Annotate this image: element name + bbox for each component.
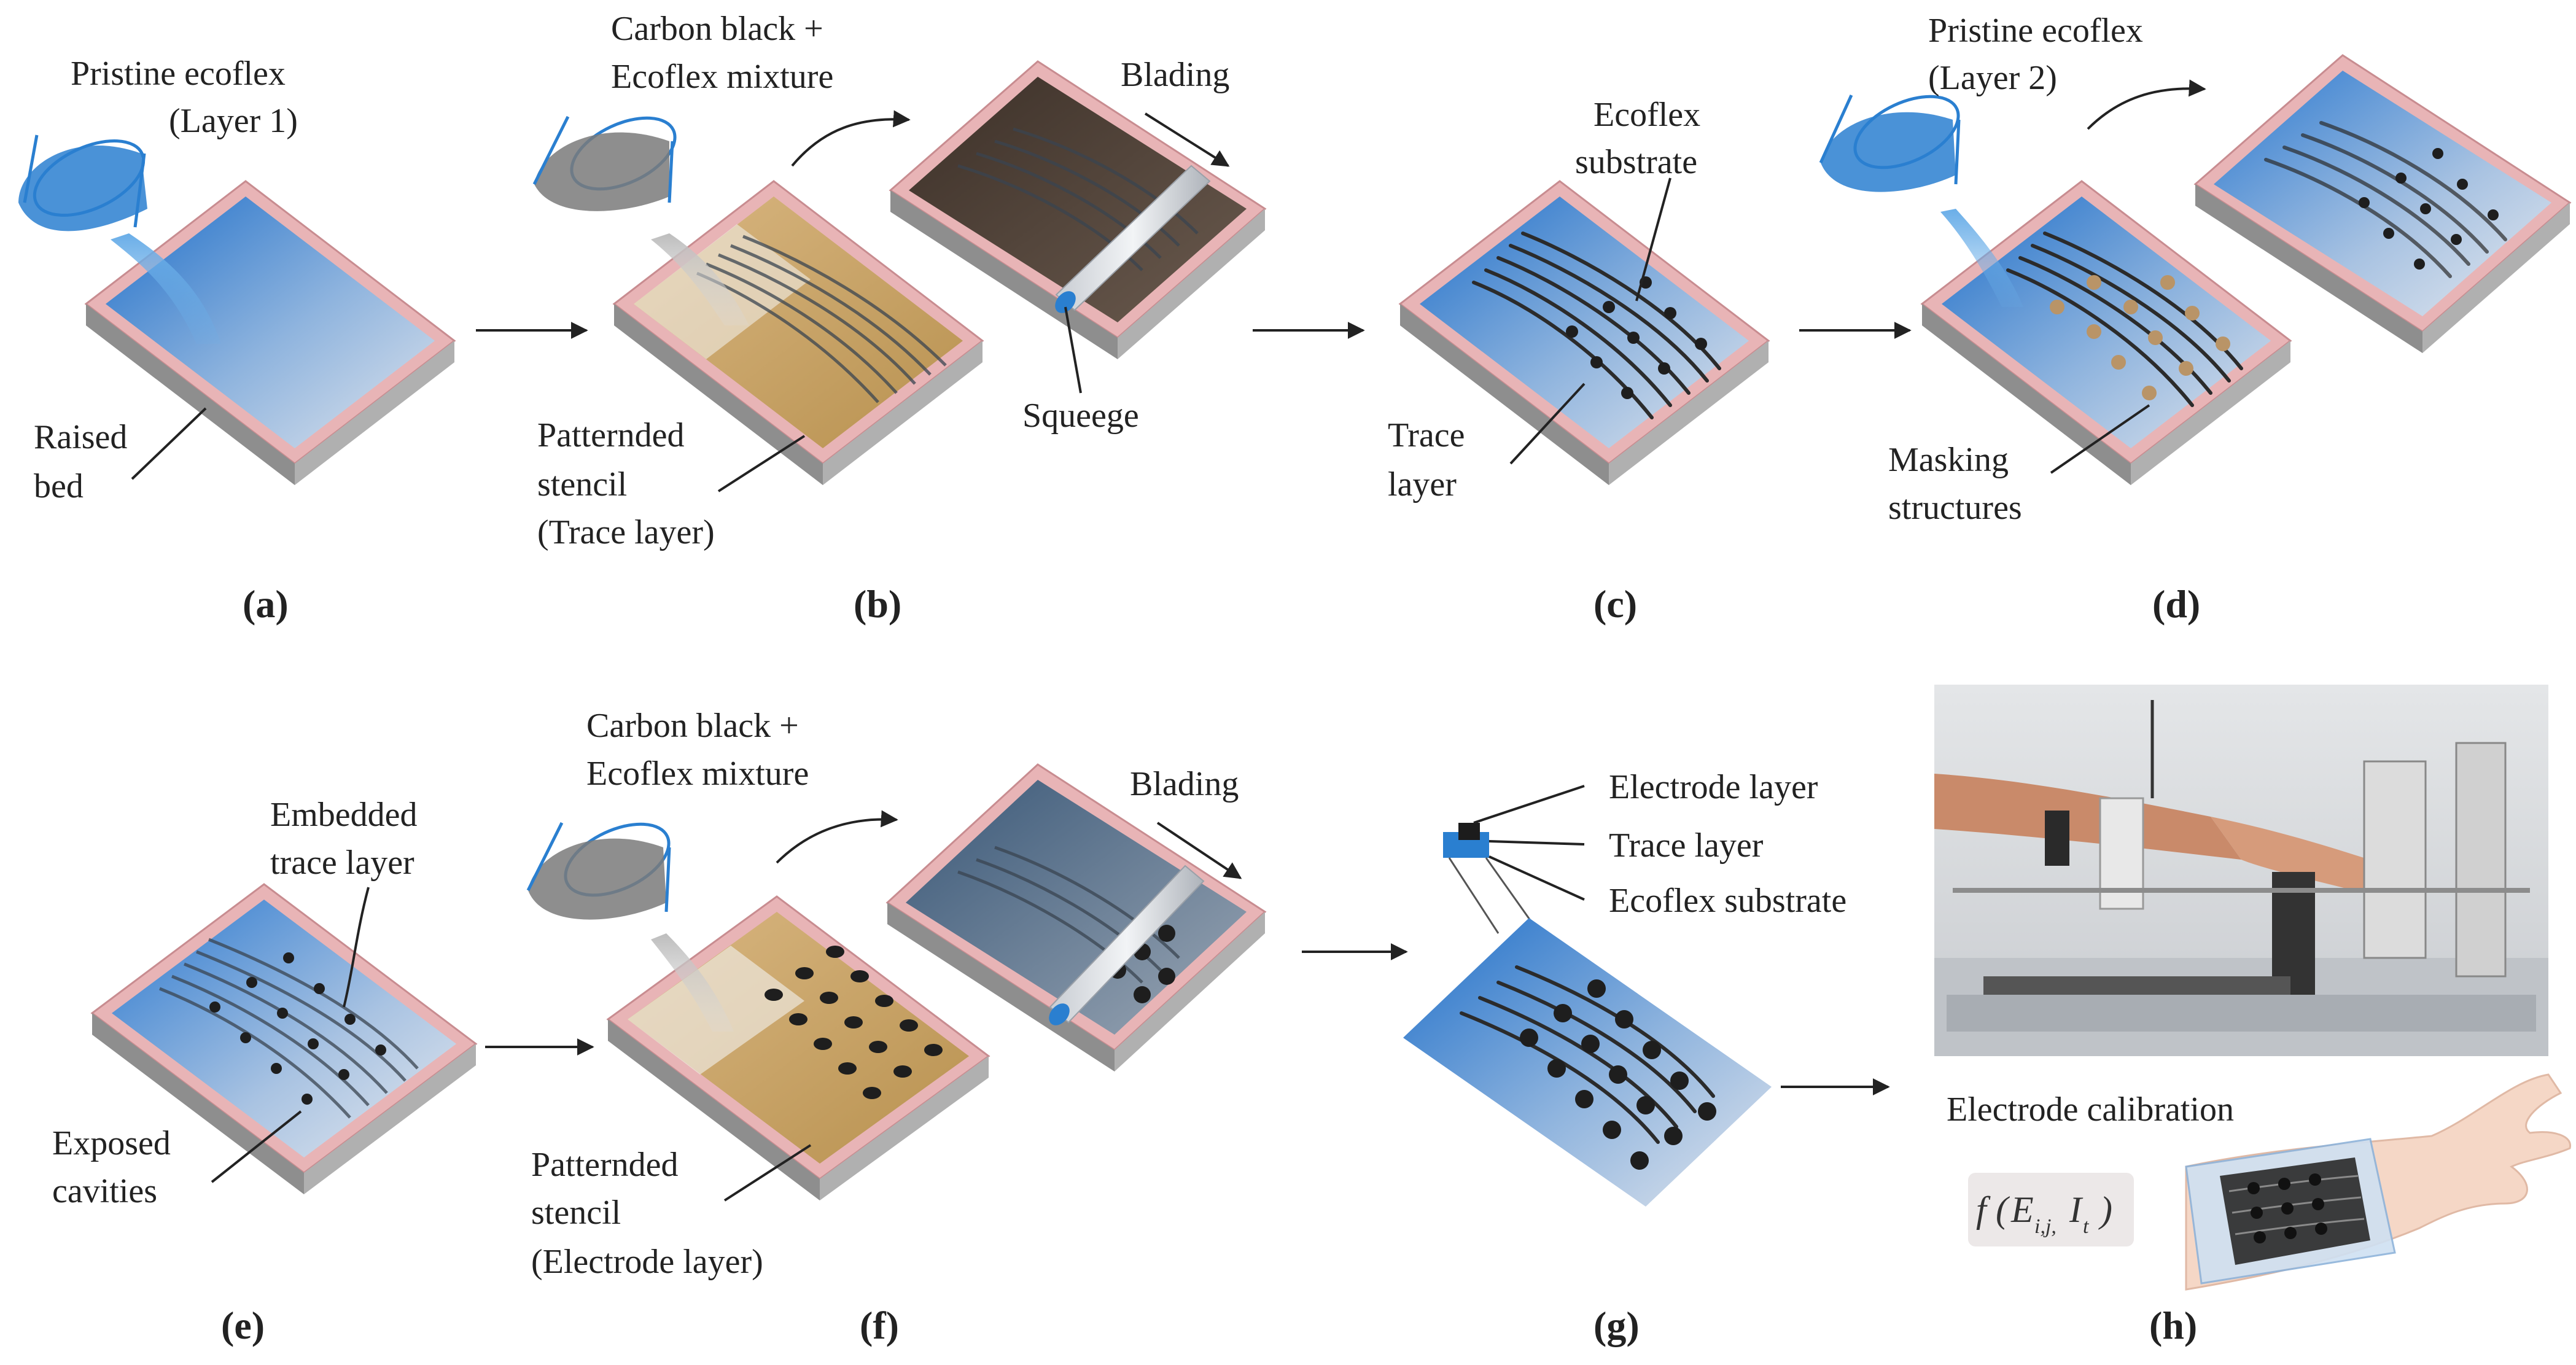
function-close-paren: ) xyxy=(2098,1189,2112,1230)
panel-d: Pristine ecoflex (Layer 2) Masking struc… xyxy=(1819,12,2572,626)
panel-label-g: (g) xyxy=(1593,1304,1640,1347)
pouring-beaker-icon xyxy=(532,115,749,325)
stencil-label-1: Patternded xyxy=(531,1146,678,1184)
calibration-rig-photo xyxy=(1934,685,2548,1056)
function-I: I xyxy=(2069,1189,2084,1230)
masked-trace-pattern xyxy=(2006,231,2243,407)
curved-arrow-b xyxy=(791,110,911,167)
blading-label: Blading xyxy=(1121,56,1229,94)
forearm-sensor-illustration xyxy=(2185,1073,2571,1291)
mix-label-1: Carbon black + xyxy=(586,707,799,745)
blading-direction-arrow xyxy=(1156,822,1242,879)
panel-label-h: (h) xyxy=(2149,1304,2197,1347)
stencil-label-2: stencil xyxy=(537,465,627,504)
mix-label-2: Ecoflex mixture xyxy=(586,755,809,793)
panel-label-a: (a) xyxy=(243,582,289,626)
squeegee-roller xyxy=(1049,865,1205,1025)
stencil-label-leader xyxy=(723,1144,812,1202)
stencil-tray-trace xyxy=(612,180,984,485)
pour-label-1: Pristine ecoflex xyxy=(71,55,286,93)
trace-label-2: layer xyxy=(1388,465,1457,504)
panel-label-f: (f) xyxy=(860,1304,899,1347)
substrate-label-1: Ecoflex xyxy=(1593,96,1700,134)
function-sub-ij: i,j, xyxy=(2034,1215,2057,1238)
squeegee-leader xyxy=(1064,306,1082,394)
pour-label-2: (Layer 1) xyxy=(169,102,298,140)
panel-a: Pristine ecoflex (Layer 1) Raised bed (a… xyxy=(18,55,456,626)
legend-electrode-layer: Electrode layer xyxy=(1609,768,1818,806)
panel-c: Ecoflex substrate Trace layer (c) xyxy=(1388,96,1770,626)
panel-h: Electrode calibration f ( E i,j, I t ) xyxy=(1934,685,2571,1347)
stencil-tray-electrode xyxy=(606,895,990,1200)
panel-label-e: (e) xyxy=(221,1304,265,1347)
panel-label-d: (d) xyxy=(2152,582,2200,626)
curved-arrow-d xyxy=(2087,79,2206,130)
blading-label: Blading xyxy=(1130,765,1239,803)
squeegee-label: Squeege xyxy=(1022,397,1139,435)
stencil-label-leader xyxy=(717,435,806,492)
bed-label-1: Raised xyxy=(34,418,127,456)
embedded-label-1: Embedded xyxy=(270,796,417,834)
pour-label-1: Pristine ecoflex xyxy=(1928,12,2143,50)
panel-label-b: (b) xyxy=(854,582,901,626)
embedded-label-2: trace layer xyxy=(270,844,414,882)
embedded-label-leader xyxy=(343,887,370,1008)
raised-bed-tray xyxy=(84,180,456,485)
cavities-label-leader xyxy=(211,1110,302,1183)
embedded-trace-pattern xyxy=(159,938,419,1119)
blading-tray xyxy=(885,763,1267,1071)
panel-e: Embedded trace layer Exposed cavities (e… xyxy=(52,796,478,1347)
layer-stack-legend xyxy=(1443,785,1585,934)
calibration-function-box: f ( E i,j, I t ) xyxy=(1968,1173,2134,1246)
layer2-result-tray xyxy=(2193,54,2572,353)
pouring-beaker-icon xyxy=(1819,94,2023,307)
finished-sensor-sheet xyxy=(1403,918,1772,1207)
stencil-label-3: (Electrode layer) xyxy=(531,1243,763,1281)
legend-ecoflex-substrate: Ecoflex substrate xyxy=(1609,882,1846,920)
stencil-trace-pattern xyxy=(696,235,947,403)
mask-label-2: structures xyxy=(1888,489,2022,527)
bed-label-leader xyxy=(131,407,207,480)
pouring-beaker-icon xyxy=(526,822,734,1032)
blading-tray xyxy=(889,60,1267,359)
trace-layer-pattern xyxy=(1472,231,1721,419)
cavities-label-1: Exposed xyxy=(52,1124,171,1162)
function-E: E xyxy=(2010,1189,2034,1230)
mix-label-1: Carbon black + xyxy=(611,10,823,48)
stencil-label-1: Patternded xyxy=(537,416,684,454)
substrate-label-2: substrate xyxy=(1575,143,1697,181)
trace-label-leader xyxy=(1509,383,1586,465)
panel-b: Carbon black + Ecoflex mixture Blading S… xyxy=(532,10,1267,626)
calibration-label: Electrode calibration xyxy=(1947,1091,2234,1129)
mask-label-leader xyxy=(2050,404,2150,474)
stencil-label-2: stencil xyxy=(531,1194,621,1232)
squeegee-roller xyxy=(1055,165,1211,313)
electrode-holes xyxy=(765,946,943,1099)
curved-arrow-f xyxy=(776,810,898,864)
substrate-label-leader xyxy=(1635,177,1671,301)
blading-direction-arrow xyxy=(1144,112,1230,167)
pouring-beaker-icon xyxy=(18,134,221,344)
mask-label-1: Masking xyxy=(1888,441,2009,479)
stencil-label-3: (Trace layer) xyxy=(537,513,715,551)
function-sub-t: t xyxy=(2083,1215,2090,1238)
bed-label-2: bed xyxy=(34,467,84,505)
panel-f: Carbon black + Ecoflex mixture Blading P… xyxy=(526,707,1267,1347)
panel-label-c: (c) xyxy=(1593,582,1637,626)
trace-label-1: Trace xyxy=(1388,416,1465,454)
legend-trace-layer: Trace layer xyxy=(1609,826,1764,865)
embedded-trace-tray xyxy=(90,883,478,1194)
cavities-label-2: cavities xyxy=(52,1172,157,1210)
mix-label-2: Ecoflex mixture xyxy=(611,58,833,96)
panel-g: Electrode layer Trace layer Ecoflex subs… xyxy=(1403,768,1846,1347)
pour-label-2: (Layer 2) xyxy=(1928,59,2057,97)
